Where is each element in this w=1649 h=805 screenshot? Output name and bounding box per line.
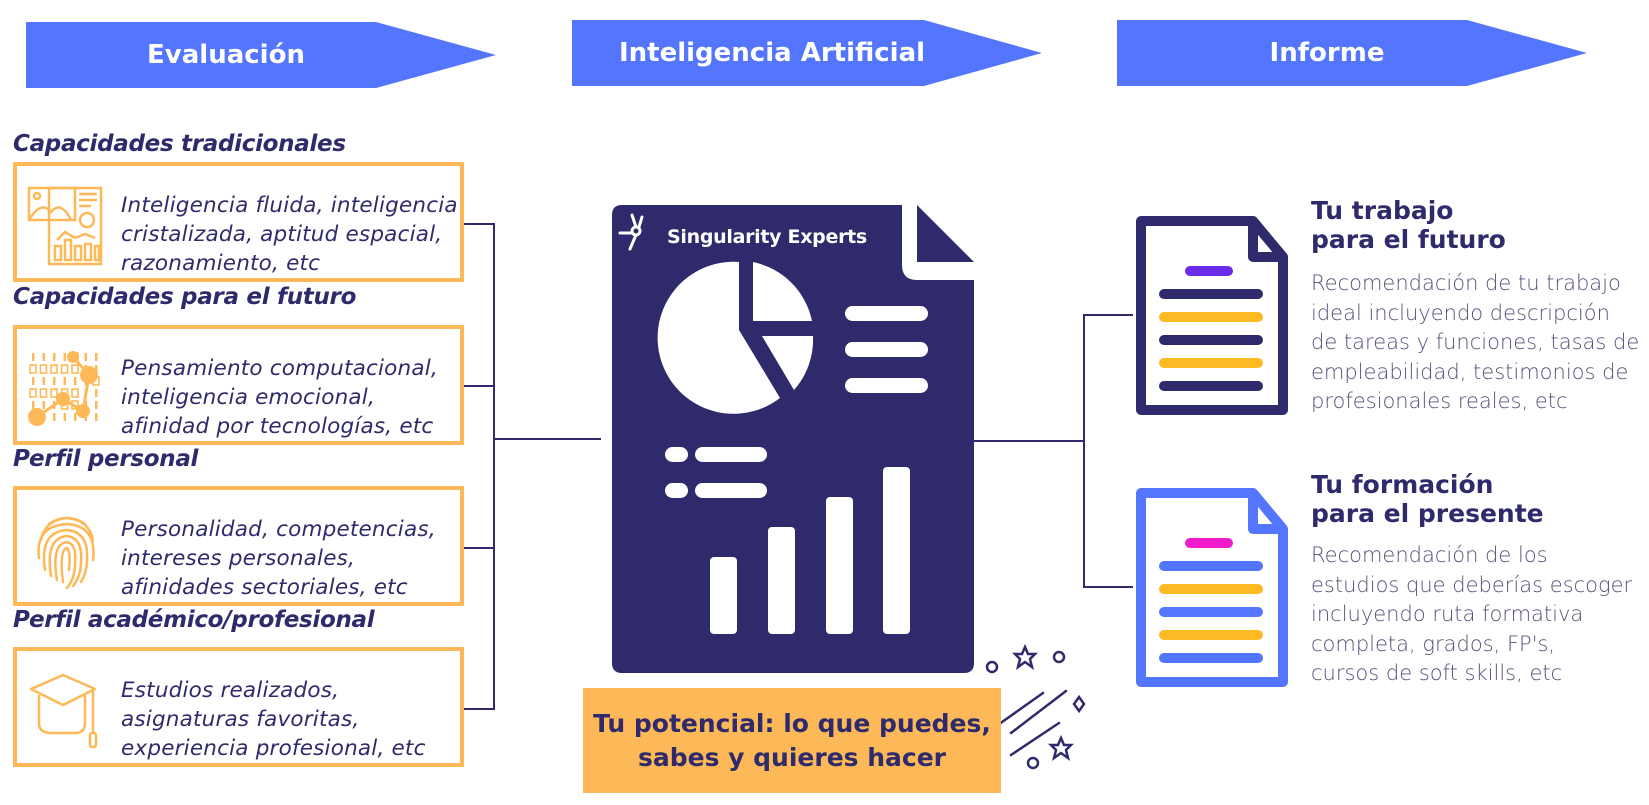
- text-line-placeholder: [845, 342, 928, 357]
- bit-mark: [84, 353, 87, 361]
- pie-slice: [657, 261, 780, 414]
- connector-line: [464, 547, 495, 549]
- singularity-logo-icon: [618, 213, 644, 251]
- legend-line: [695, 483, 767, 498]
- bit-mark: [95, 401, 98, 409]
- bit-mark: [39, 364, 48, 374]
- training-report-document-icon: [1136, 488, 1288, 687]
- job-report-document-icon: [1136, 216, 1288, 415]
- legend-dot: [665, 483, 688, 498]
- bit-mark: [39, 388, 48, 398]
- brand-name: Singularity Experts: [667, 226, 867, 248]
- output-description-job: Recomendación de tu trabajo ideal incluy…: [1311, 271, 1640, 413]
- input-card-traditional: Inteligencia fluida, inteligencia crista…: [13, 162, 464, 282]
- binary-network-icon: [28, 351, 100, 426]
- bit-mark: [32, 377, 35, 385]
- potential-text: Tu potencial: lo que puedes, sabes y qui…: [593, 708, 991, 772]
- bit-mark: [42, 377, 45, 385]
- connector-line: [464, 385, 495, 387]
- bit-mark: [71, 364, 79, 374]
- bit-mark: [74, 377, 77, 385]
- bit-mark: [50, 388, 58, 398]
- connector-line: [974, 440, 1084, 442]
- category-title: Perfil académico/profesional: [13, 607, 375, 633]
- output-title-job: Tu trabajo para el futuro: [1311, 196, 1506, 254]
- fingerprint-icon: [37, 516, 95, 590]
- bit-mark: [95, 413, 98, 421]
- pie-slice: [753, 262, 812, 321]
- bit-mark: [50, 364, 58, 374]
- text-line-placeholder: [845, 378, 928, 393]
- card-description: Personalidad, competencias, intereses pe…: [121, 517, 436, 600]
- card-description: Estudios realizados, asignaturas favorit…: [121, 678, 426, 761]
- output-title-training: Tu formación para el presente: [1311, 470, 1544, 528]
- card-description: Pensamiento computacional, inteligencia …: [121, 356, 438, 439]
- ai-report-document: [612, 205, 974, 673]
- connector-line: [1083, 314, 1085, 588]
- category-title: Perfil personal: [13, 446, 199, 472]
- bit-mark: [29, 364, 37, 374]
- arrow-banner-shape: [1117, 20, 1587, 86]
- legend-dot: [665, 447, 688, 462]
- legend-line: [695, 447, 767, 462]
- data-report-icon: [27, 186, 103, 266]
- category-title: Capacidades para el futuro: [13, 284, 357, 310]
- banner-label: Inteligencia Artificial: [618, 38, 926, 68]
- bit-mark: [95, 389, 98, 397]
- bar: [883, 467, 910, 634]
- stage-banner-evaluacion: Evaluación: [26, 22, 496, 88]
- bit-mark: [32, 353, 35, 361]
- connector-line: [464, 708, 495, 710]
- bit-mark: [53, 413, 56, 421]
- banner-label: Informe: [1269, 38, 1385, 68]
- arrow-banner-shape: [26, 22, 496, 88]
- bit-mark: [29, 388, 37, 398]
- bit-mark: [95, 353, 98, 361]
- bit-mark: [74, 413, 77, 421]
- bit-mark: [42, 353, 45, 361]
- text-line-placeholder: [845, 306, 928, 321]
- connector-line: [493, 223, 495, 710]
- bar: [826, 497, 853, 634]
- banner-label: Evaluación: [147, 40, 305, 70]
- input-card-academic: Estudios realizados, asignaturas favorit…: [13, 647, 464, 767]
- input-card-personal: Personalidad, competencias, intereses pe…: [13, 486, 464, 606]
- input-card-future: Pensamiento computacional, inteligencia …: [13, 325, 464, 445]
- bit-mark: [42, 401, 45, 409]
- bit-mark: [60, 364, 69, 374]
- graduation-cap-icon: [29, 673, 98, 749]
- connector-arrow-to-job: [1083, 314, 1133, 316]
- output-description-training: Recomendación de los estudios que deberí…: [1311, 543, 1633, 685]
- bar: [768, 527, 795, 634]
- connector-line: [464, 223, 495, 225]
- bit-mark: [53, 377, 56, 385]
- stage-banner-ia: Inteligencia Artificial: [572, 20, 1042, 86]
- bit-mark: [53, 353, 56, 361]
- bar: [710, 557, 737, 634]
- bit-mark: [95, 365, 98, 373]
- bit-mark: [63, 377, 66, 385]
- bit-mark: [63, 353, 66, 361]
- sparkle-decoration-icon: [985, 643, 1086, 770]
- category-title: Capacidades tradicionales: [13, 131, 346, 157]
- connector-arrow-to-training: [1083, 586, 1133, 588]
- connector-arrow-to-ai: [493, 438, 601, 440]
- bit-mark: [63, 413, 66, 421]
- bit-mark: [71, 388, 79, 398]
- pie-slice: [762, 336, 814, 390]
- potential-box: Tu potencial: lo que puedes, sabes y qui…: [583, 688, 1001, 793]
- bit-mark: [32, 401, 35, 409]
- stage-banner-informe: Informe: [1117, 20, 1587, 86]
- card-description: Inteligencia fluida, inteligencia crista…: [121, 193, 458, 276]
- arrow-banner-shape: [572, 20, 1042, 86]
